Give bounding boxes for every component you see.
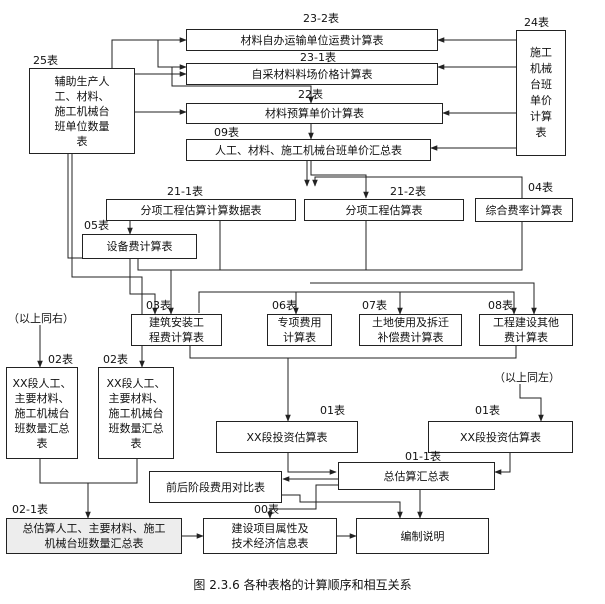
box-23-1: 自采材料料场价格计算表 — [186, 63, 438, 85]
edge-compare-to-explain — [282, 494, 403, 519]
box-21-2: 分项工程估算表 — [304, 199, 464, 221]
box-03: 建筑安装工 程费计算表 — [131, 314, 222, 346]
edge-25-to-23-2 — [111, 37, 187, 68]
label-02-1: 02-1表 — [12, 503, 48, 516]
edge-03-down — [189, 346, 517, 359]
note-same-as-right: （以上同右） — [8, 312, 74, 325]
label-07: 07表 — [362, 299, 387, 312]
edge-04-to-21-1 — [312, 176, 523, 199]
edge-to-08 — [400, 291, 517, 315]
edge-to-06 — [198, 291, 299, 315]
edge-05-to-03 — [137, 259, 220, 271]
box-explanation: 编制说明 — [356, 518, 489, 554]
label-23-2: 23-2表 — [303, 12, 339, 25]
note-same-as-left: （以上同左） — [494, 371, 560, 384]
box-02b: XX段人工、 主要材料、 施工机械台 班数量汇总 表 — [98, 367, 174, 459]
label-23-1: 23-1表 — [300, 51, 336, 64]
label-08: 08表 — [488, 299, 513, 312]
box-00: 建设项目属性及 技术经济信息表 — [203, 518, 337, 554]
label-03: 03表 — [146, 299, 171, 312]
label-06: 06表 — [272, 299, 297, 312]
label-21-2: 21-2表 — [390, 185, 426, 198]
edge-02a-down — [39, 459, 88, 484]
box-01-1: 总估算汇总表 — [338, 462, 495, 490]
box-09: 人工、材料、施工机械台班单价汇总表 — [186, 139, 431, 161]
label-09: 09表 — [214, 126, 239, 139]
edge-09-to-21-2 — [310, 161, 369, 199]
label-02b: 02表 — [103, 353, 128, 366]
box-04: 综合费率计算表 — [475, 198, 573, 222]
label-01-1: 01-1表 — [405, 450, 441, 463]
edge-08-feed — [310, 282, 537, 315]
label-21-1: 21-1表 — [167, 185, 203, 198]
edge-same-left-to-01b — [519, 384, 544, 422]
label-04: 04表 — [528, 181, 553, 194]
figure-caption: 图 2.3.6 各种表格的计算顺序和相互关系 — [193, 578, 412, 592]
edge-01a-to-01-1 — [287, 453, 337, 475]
edge-25-to-03 — [67, 154, 158, 315]
box-21-1: 分项工程估算计算数据表 — [106, 199, 296, 221]
label-02a: 02表 — [48, 353, 73, 366]
box-02a: XX段人工、 主要材料、 施工机械台 班数量汇总 表 — [6, 367, 78, 459]
edge-04-down — [366, 222, 523, 271]
edge-21-2-down — [220, 221, 367, 271]
edge-23-1-to-22 — [171, 66, 314, 104]
edge-02b-down — [88, 459, 138, 484]
box-01b: XX段投资估算表 — [428, 421, 573, 453]
label-01a: 01表 — [320, 404, 345, 417]
label-00: 00表 — [254, 503, 279, 516]
box-23-2: 材料自办运输单位运费计算表 — [186, 29, 438, 51]
label-25: 25表 — [33, 54, 58, 67]
box-compare: 前后阶段费用对比表 — [149, 471, 282, 503]
box-24: 施工 机械 台班 单价 计算 表 — [516, 30, 566, 156]
label-24: 24表 — [524, 16, 549, 29]
box-22: 材料预算单价计算表 — [186, 103, 443, 124]
label-01b: 01表 — [475, 404, 500, 417]
edge-01-1-to-00 — [267, 484, 338, 519]
box-05: 设备费计算表 — [82, 234, 197, 259]
label-22: 22表 — [298, 88, 323, 101]
label-05: 05表 — [84, 219, 109, 232]
box-07: 土地使用及拆迁 补偿费计算表 — [359, 314, 462, 346]
box-02-1: 总估算人工、主要材料、施工 机械台班数量汇总表 — [6, 518, 182, 554]
box-01a: XX段投资估算表 — [216, 421, 358, 453]
edge-23-2-to-23-1 — [157, 39, 187, 70]
box-08: 工程建设其他 费计算表 — [479, 314, 573, 346]
box-06: 专项费用 计算表 — [267, 314, 332, 346]
edge-01b-to-01-1 — [494, 453, 511, 475]
box-25: 辅助生产人 工、材料、 施工机械台 班单位数量 表 — [29, 68, 135, 154]
